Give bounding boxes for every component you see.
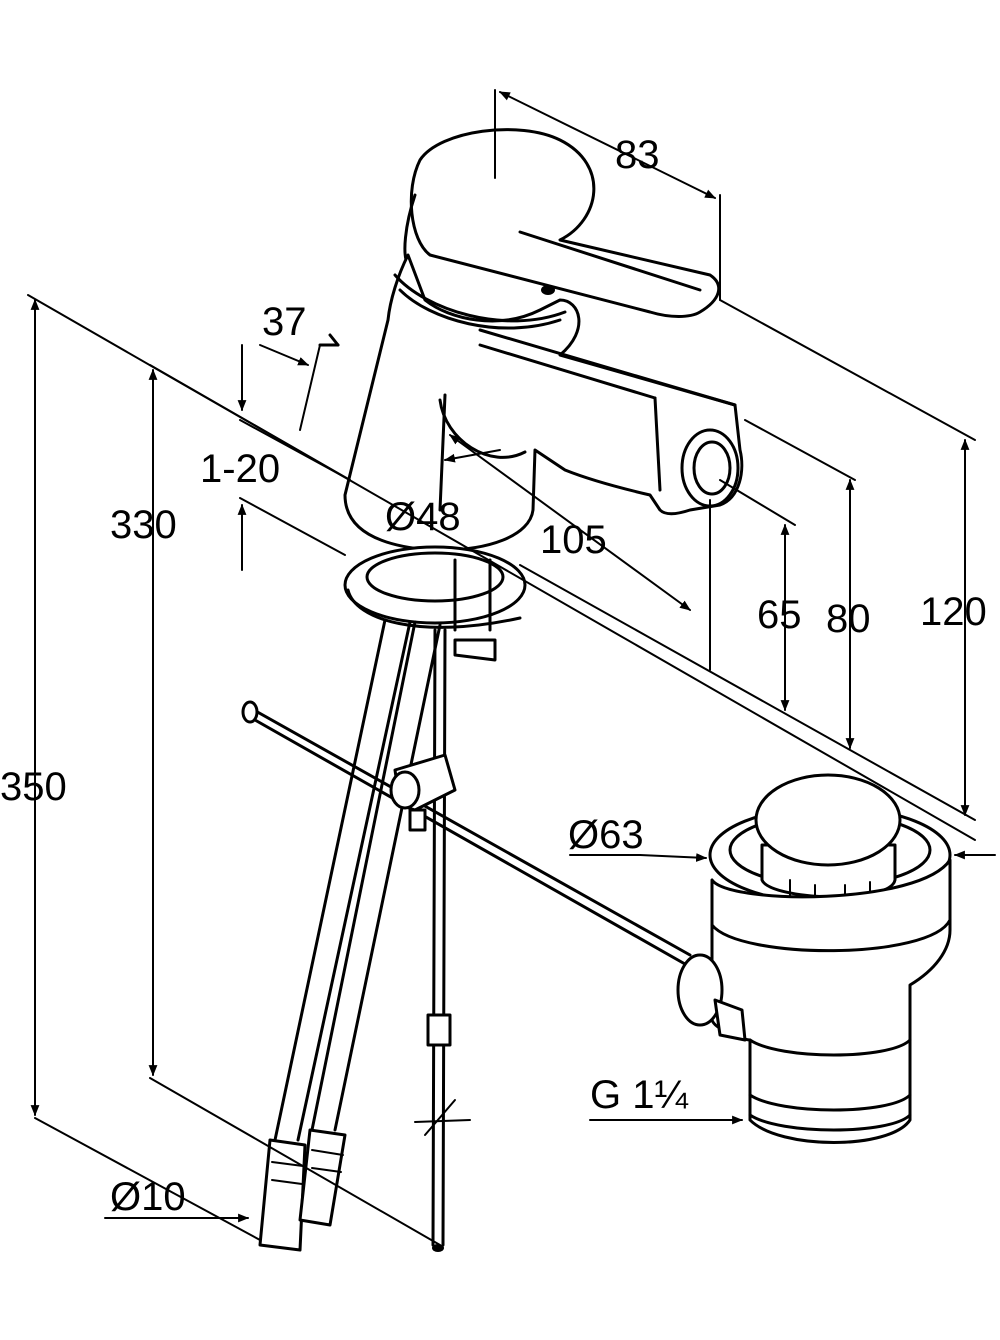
dim-1-20-label: 1-20 [200, 447, 280, 491]
dim-48-label: Ø48 [385, 495, 461, 539]
dim-83-label: 83 [615, 133, 660, 177]
mixer-handle [403, 128, 721, 318]
dimension-labels: 83 37 1-20 350 330 Ø48 105 65 80 120 Ø63… [0, 133, 987, 1219]
linkage-rod [241, 700, 694, 970]
dim-63-label: Ø63 [568, 813, 644, 857]
dim-350-label: 350 [0, 765, 67, 809]
supply-hoses [258, 618, 442, 1252]
dimension-lines [27, 89, 996, 1246]
dim-65-label: 65 [757, 593, 802, 637]
dim-37-label: 37 [262, 300, 307, 344]
dim-80-label: 80 [826, 597, 871, 641]
pop-up-rod [318, 333, 471, 1252]
dim-330-label: 330 [110, 503, 177, 547]
dim-10-label: Ø10 [110, 1175, 186, 1219]
pop-up-drain [676, 773, 952, 1144]
dim-g-thread-label: G 1¼ [590, 1073, 688, 1117]
dim-120-label: 120 [920, 590, 987, 634]
dim-105-label: 105 [540, 518, 607, 562]
